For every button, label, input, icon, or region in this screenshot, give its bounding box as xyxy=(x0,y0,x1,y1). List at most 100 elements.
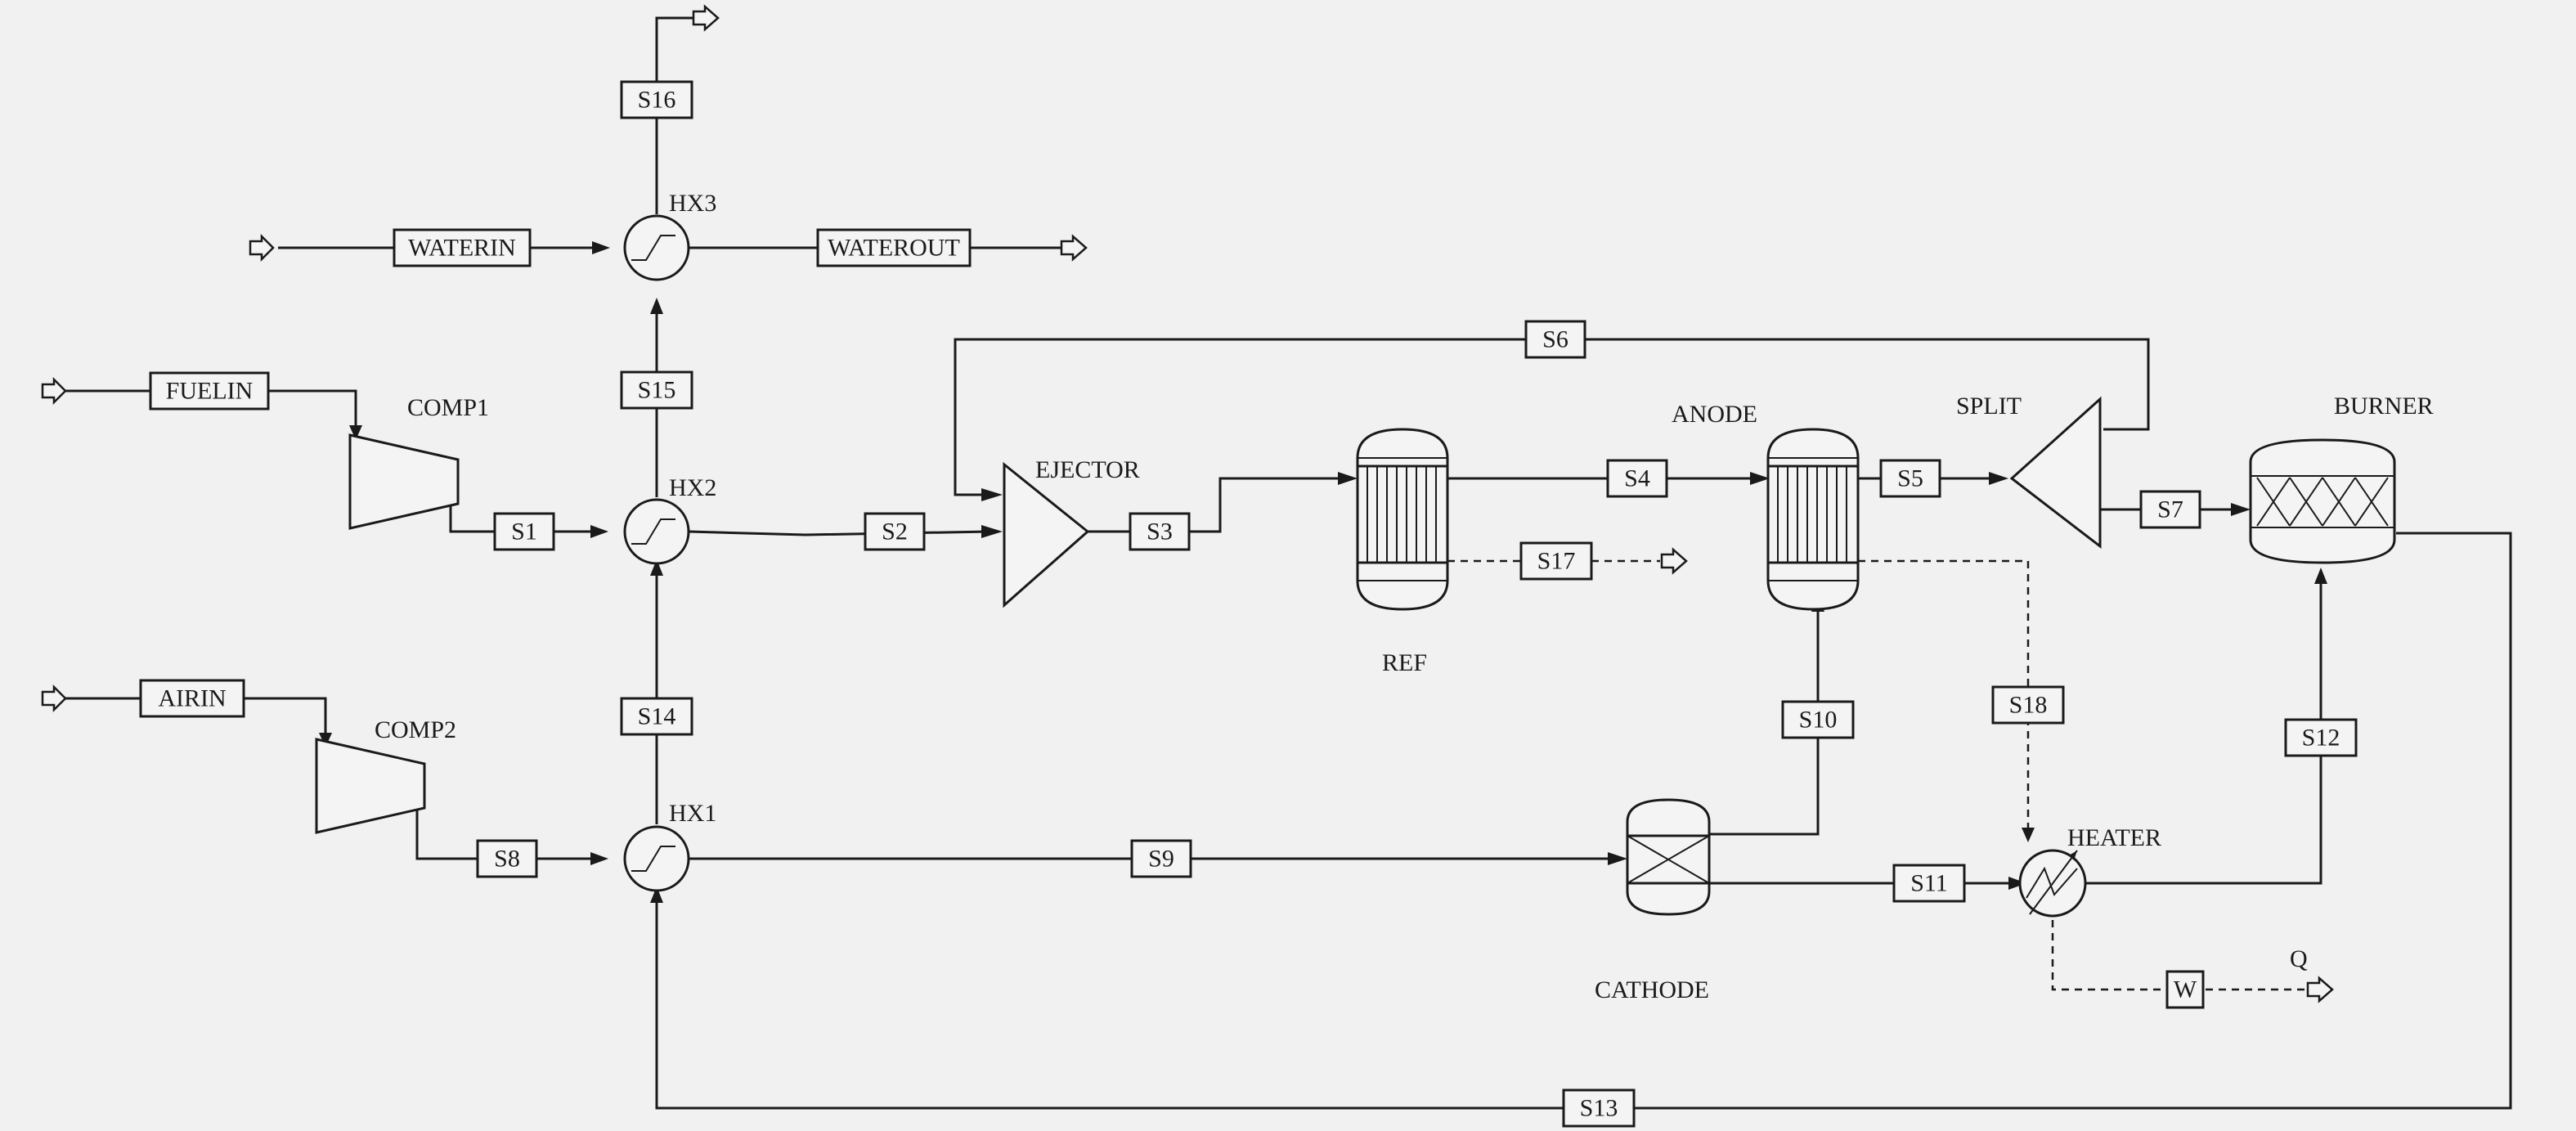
port-q-out-icon xyxy=(2306,976,2334,1003)
s6-label: S6 xyxy=(1542,326,1568,353)
s10-box[interactable] xyxy=(1781,700,1855,739)
stream-s16-line xyxy=(655,16,693,214)
burner-packing xyxy=(2256,477,2389,527)
anode-tube-bundle xyxy=(1777,466,1847,563)
arrowhead-hx1-in-s8 xyxy=(590,852,608,865)
s18-box[interactable] xyxy=(1991,685,2065,725)
waterout-box[interactable] xyxy=(816,228,972,267)
anode-label: ANODE xyxy=(1672,401,1757,428)
stream-s8-line xyxy=(415,806,601,860)
comp2-label: COMP2 xyxy=(375,716,456,743)
cathode-label: CATHODE xyxy=(1595,976,1709,1003)
s2-box[interactable] xyxy=(864,512,926,551)
split-label: SPLIT xyxy=(1956,393,2022,420)
arrowhead-heater-in-s11 xyxy=(2008,877,2026,890)
stream-s3-line xyxy=(1088,477,1348,533)
burner-icon[interactable] xyxy=(2249,438,2396,564)
s17-label: S17 xyxy=(1537,548,1576,575)
s14-box[interactable] xyxy=(620,697,693,736)
hx1-exchanger-icon[interactable] xyxy=(623,825,690,892)
hx2-exchanger-icon[interactable] xyxy=(623,498,690,565)
burner-label: BURNER xyxy=(2334,393,2434,420)
cathode-icon[interactable] xyxy=(1626,798,1711,916)
stream-s12-line xyxy=(2085,574,2322,885)
s11-box[interactable] xyxy=(1892,864,1966,903)
fuelin-label: FUELIN xyxy=(166,378,254,405)
comp1-compressor-icon[interactable] xyxy=(348,433,460,530)
s1-label: S1 xyxy=(511,518,537,545)
s7-label: S7 xyxy=(2157,496,2183,523)
arrowhead-comp1-in xyxy=(349,425,362,440)
arrowhead-burner-in-s7 xyxy=(2231,503,2251,516)
arrowhead-anode-in xyxy=(1750,472,1770,485)
arrowhead-burner-in-s12 xyxy=(2314,568,2327,584)
s9-label: S9 xyxy=(1148,846,1174,873)
s9-box[interactable] xyxy=(1130,839,1192,878)
arrowhead-hx1-in-s13 xyxy=(650,886,663,903)
arrowhead-ref-in xyxy=(1338,472,1358,485)
s6-box[interactable] xyxy=(1524,320,1586,359)
ref-tube-bundle xyxy=(1367,466,1437,563)
stream-s18-line xyxy=(1858,559,2030,834)
s5-box[interactable] xyxy=(1879,459,1941,498)
s3-box[interactable] xyxy=(1129,512,1191,551)
arrowhead-ejector-in-s2 xyxy=(981,525,1003,538)
waterin-box[interactable] xyxy=(393,228,532,267)
hx3-exchanger-icon[interactable] xyxy=(623,214,690,281)
s13-box[interactable] xyxy=(1562,1088,1636,1128)
airin-label: AIRIN xyxy=(158,685,226,712)
unit-labels: COMP1 COMP2 HX3 HX2 HX1 EJECTOR REF ANOD… xyxy=(375,190,2434,1003)
anode-reactor-icon[interactable] xyxy=(1766,428,1860,611)
s16-label: S16 xyxy=(638,87,676,114)
w-box[interactable] xyxy=(2165,970,2205,1009)
port-waterout-icon xyxy=(1060,234,1088,262)
s3-label: S3 xyxy=(1147,518,1173,545)
heater-label: HEATER xyxy=(2067,824,2161,851)
q-label: Q xyxy=(2290,945,2308,972)
ref-label: REF xyxy=(1382,649,1427,676)
hx2-label: HX2 xyxy=(669,474,716,501)
hx1-label: HX1 xyxy=(669,800,716,827)
s18-label: S18 xyxy=(2009,692,2048,719)
port-s17-out-icon xyxy=(1660,547,1688,575)
split-icon[interactable] xyxy=(2009,396,2102,550)
s17-box[interactable] xyxy=(1519,541,1593,581)
port-waterin-icon xyxy=(249,233,275,263)
heater-icon[interactable] xyxy=(2018,849,2087,918)
stream-lines xyxy=(62,16,2512,1110)
comp2-compressor-icon[interactable] xyxy=(315,738,426,834)
s12-label: S12 xyxy=(2302,725,2340,752)
s8-label: S8 xyxy=(494,846,520,873)
s10-label: S10 xyxy=(1799,707,1838,734)
w-label: W xyxy=(2174,976,2197,1003)
s2-label: S2 xyxy=(882,518,908,545)
s8-box[interactable] xyxy=(476,839,538,878)
ref-reactor-icon[interactable] xyxy=(1356,428,1449,611)
port-airin-icon xyxy=(41,684,67,713)
waterout-label: WATEROUT xyxy=(828,235,960,262)
s11-label: S11 xyxy=(1910,870,1948,897)
s15-box[interactable] xyxy=(620,370,693,410)
arrowhead-hx2-in-s14 xyxy=(650,559,663,576)
stream-s2-line xyxy=(688,530,990,536)
waterin-label: WATERIN xyxy=(408,235,516,262)
s7-box[interactable] xyxy=(2139,490,2201,529)
ports xyxy=(41,4,2334,1003)
arrowhead-hx3-in-water xyxy=(592,241,610,254)
s12-box[interactable] xyxy=(2284,718,2358,757)
stream-s10-line xyxy=(1709,602,1820,836)
comp1-label: COMP1 xyxy=(407,394,489,421)
arrowhead-hx3-in-s15 xyxy=(650,298,663,314)
ejector-icon[interactable] xyxy=(1003,461,1090,608)
arrowhead-ejector-in-s6 xyxy=(981,488,1003,501)
s4-box[interactable] xyxy=(1606,459,1668,498)
stream-label-boxes: S1 S2 S3 S4 S5 S6 S7 S8 S9 S10 S11 S12 S… xyxy=(139,80,2358,1128)
s1-box[interactable] xyxy=(493,512,555,551)
s16-box[interactable] xyxy=(620,80,693,119)
s14-label: S14 xyxy=(638,703,676,730)
ejector-label: EJECTOR xyxy=(1035,456,1140,483)
s4-label: S4 xyxy=(1624,465,1650,492)
fuelin-box[interactable] xyxy=(149,371,270,411)
stream-s13-line xyxy=(655,532,2512,1110)
airin-box[interactable] xyxy=(139,679,245,718)
